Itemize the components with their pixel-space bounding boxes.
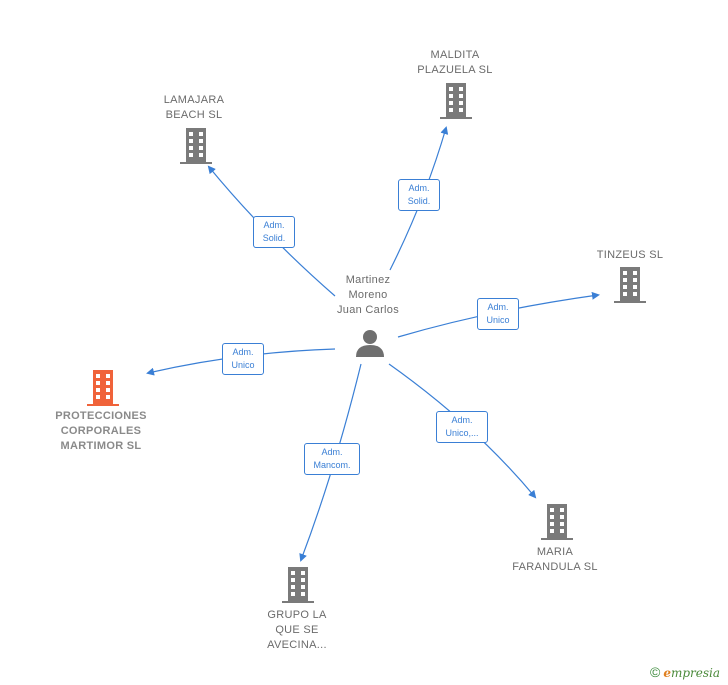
brand-name: mpresia [670,666,721,680]
copyright-icon: © [650,664,661,680]
building-icon[interactable] [180,128,212,164]
building-icon[interactable] [87,370,119,406]
center-person-name: Martinez Moreno Juan Carlos [337,274,399,316]
role-label-maria: Adm. Unico,... [436,411,488,443]
role-label-maldita: Adm. Solid. [398,179,440,211]
brand-initial: e [663,666,671,680]
building-icon[interactable] [614,267,646,303]
building-icon[interactable] [282,567,314,603]
company-maldita-label[interactable]: MALDITA PLAZUELA SL [417,49,493,76]
building-icon[interactable] [541,504,573,540]
company-maria-label[interactable]: MARIA FARANDULA SL [512,546,598,573]
building-icon[interactable] [440,83,472,119]
role-label-lamajara: Adm. Solid. [253,216,295,248]
person-icon[interactable] [355,328,385,358]
role-label-tinzeus: Adm. Unico [477,298,519,330]
company-grupo-label[interactable]: GRUPO LA QUE SE AVECINA... [267,609,327,651]
company-tinzeus-label[interactable]: TINZEUS SL [596,249,664,261]
role-label-grupo: Adm. Mancom. [304,443,360,475]
company-protecciones-label[interactable]: PROTECCIONES CORPORALES MARTIMOR SL [55,410,147,452]
role-label-protecciones: Adm. Unico [222,343,264,375]
company-lamajara-label[interactable]: LAMAJARA BEACH SL [163,94,225,121]
empresia-logo[interactable]: ©empresia [650,664,720,680]
